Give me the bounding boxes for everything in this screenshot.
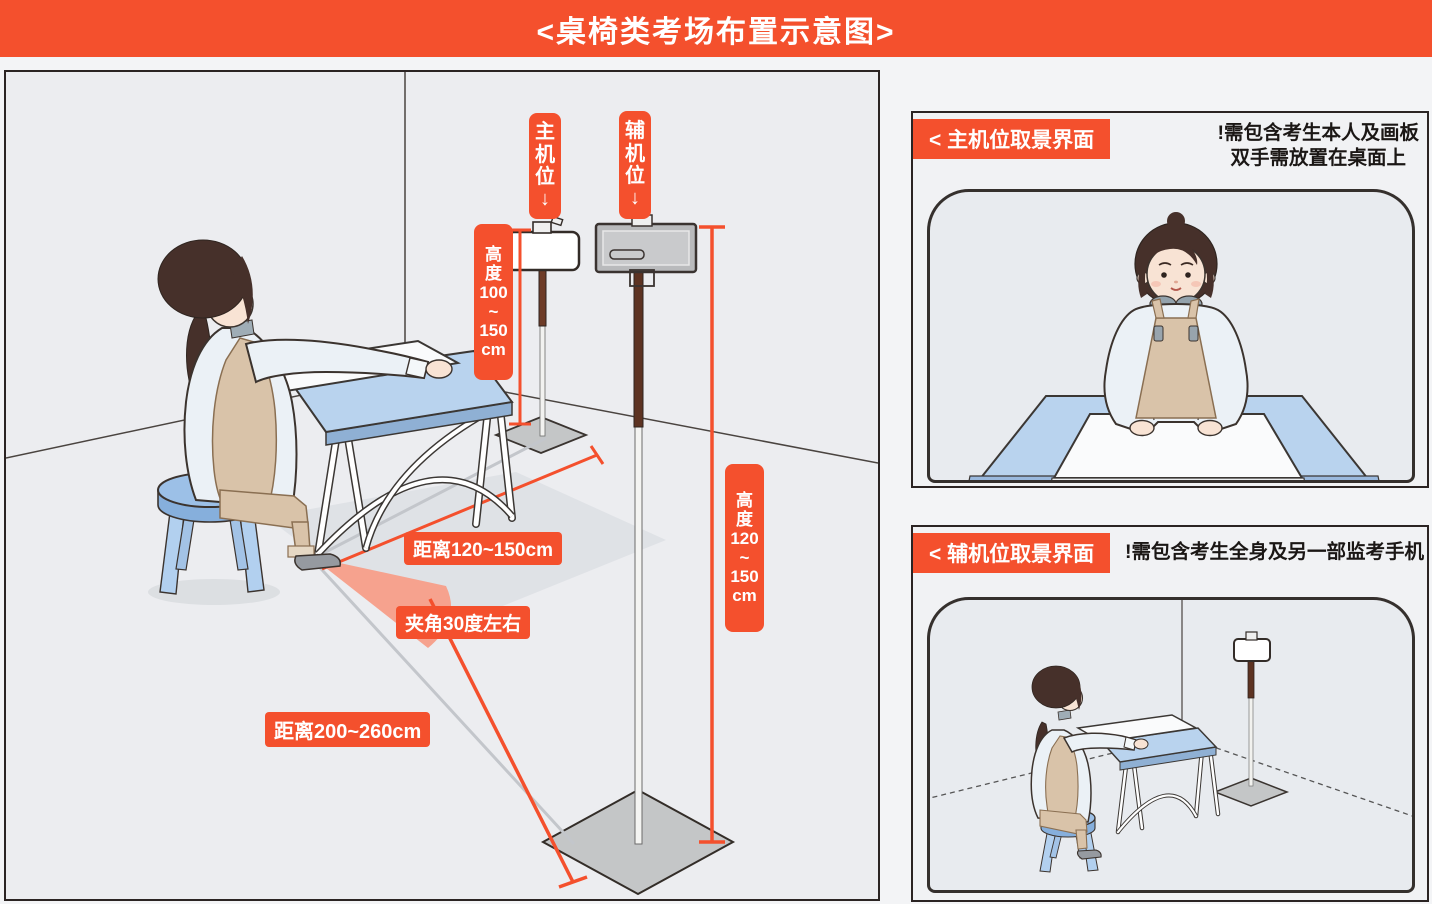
aux-camera-stand [540, 214, 736, 896]
aux-camera-viewfinder [927, 597, 1415, 893]
examinee-front-view [1103, 212, 1249, 437]
aux-view-warning: !需包含考生全身及另一部监考手机 [1125, 541, 1424, 563]
main-view-warning: !需包含考生本人及画板 双手需放置在桌面上 [1217, 122, 1420, 170]
aux-distance-label: 距离200~260cm [265, 712, 431, 747]
main-camera-stand [493, 215, 589, 454]
main-camera-label: 主 机 位 ↓ [529, 113, 561, 219]
main-distance-label: 距离120~150cm [404, 532, 562, 565]
main-camera-height-label: 高 度 100 ~ 150 cm [474, 224, 513, 380]
page-title: <桌椅类考场布置示意图> [536, 15, 896, 49]
room-layout-panel: 主 机 位 ↓ 辅 机 位 ↓ 高 度 100 ~ 150 cm 高 度 120… [4, 70, 880, 901]
aux-camera-height-label: 高 度 120 ~ 150 cm [725, 464, 764, 632]
down-arrow-icon: ↓ [630, 187, 640, 210]
aux-camera-label: 辅 机 位 ↓ [619, 111, 651, 219]
mini-phone-stand [1212, 631, 1290, 807]
main-view-header: < 主机位取景界面 [913, 119, 1111, 159]
aux-camera-view-panel: < 辅机位取景界面 !需包含考生全身及另一部监考手机 [911, 525, 1429, 902]
angle-label: 夹角30度左右 [396, 606, 531, 639]
main-camera-viewfinder [927, 189, 1415, 483]
main-view-illustration [968, 212, 1380, 480]
mini-room [930, 600, 1412, 817]
examinee-illustration [157, 239, 453, 571]
aux-view-header: < 辅机位取景界面 [913, 533, 1111, 573]
title-banner: <桌椅类考场布置示意图> [0, 0, 1432, 57]
desk-front-view [968, 395, 1380, 480]
aux-height-measure-line [699, 225, 725, 844]
mini-examinee [1030, 665, 1149, 860]
down-arrow-icon: ↓ [540, 188, 550, 211]
main-camera-view-panel: < 主机位取景界面 !需包含考生本人及画板 双手需放置在桌面上 [911, 111, 1429, 488]
aux-view-illustration [930, 600, 1412, 873]
